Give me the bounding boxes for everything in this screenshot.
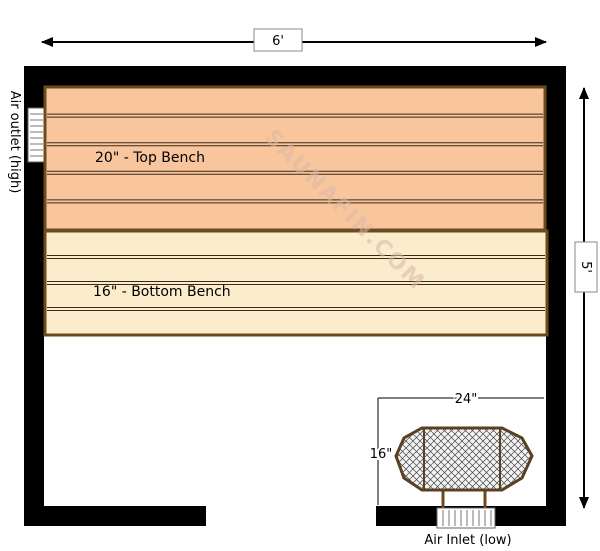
top-bench: 20" - Top Bench: [43, 85, 547, 232]
air-outlet-label: Air outlet (high): [7, 91, 22, 194]
bottom-bench-slats: [47, 255, 545, 311]
wall-top: [24, 66, 566, 86]
wall-right: [546, 66, 566, 526]
depth-dimension-label: 5': [578, 261, 593, 273]
heater-width-label: 24": [455, 392, 478, 407]
top-bench-label: 20" - Top Bench: [95, 150, 205, 166]
air-outlet-vent: [27, 107, 45, 163]
depth-dimension: 5': [574, 87, 598, 509]
width-dimension-label: 6': [272, 34, 284, 49]
air-inlet-vent: [436, 507, 496, 529]
bottom-bench: 16" - Bottom Bench: [43, 229, 549, 337]
wall-left: [24, 66, 44, 526]
heater-grid-icon: [394, 426, 534, 508]
heater-depth-label: 16": [370, 447, 393, 462]
sauna-walls: [24, 66, 566, 526]
wall-bottom-left: [24, 506, 206, 526]
air-inlet-label: Air Inlet (low): [424, 533, 511, 548]
heater-clearance: 24" 16": [368, 390, 544, 505]
width-dimension: 6': [41, 28, 547, 52]
top-bench-slats: [47, 113, 543, 204]
bottom-bench-surface: [43, 229, 549, 337]
top-bench-surface: [43, 85, 547, 232]
bottom-bench-label: 16" - Bottom Bench: [93, 284, 231, 300]
